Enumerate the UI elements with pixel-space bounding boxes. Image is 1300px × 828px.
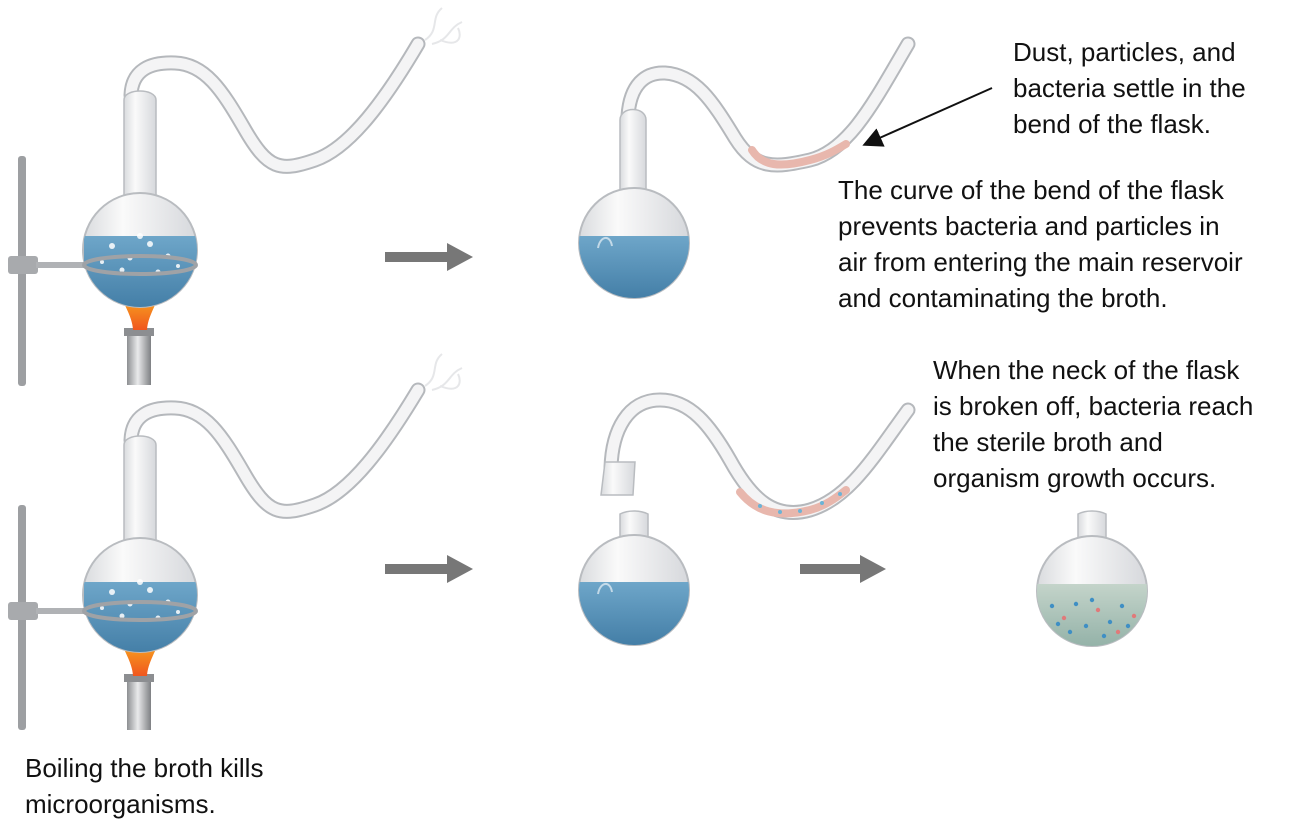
sediment bbox=[736, 486, 850, 518]
caption-line: microorganisms. bbox=[25, 789, 216, 819]
arrow-icon bbox=[385, 243, 473, 271]
steam-icon bbox=[424, 7, 463, 45]
caption-neck-broken: When the neck of the flask is broken off… bbox=[933, 352, 1253, 496]
caption-line: Boiling the broth kills bbox=[25, 753, 264, 783]
caption-dust-settles: Dust, particles, and bacteria settle in … bbox=[1013, 34, 1246, 142]
flask-icon bbox=[82, 36, 426, 308]
caption-line: air from entering the main reservoir bbox=[838, 247, 1243, 277]
bunsen-burner-icon bbox=[124, 674, 154, 730]
ring-stand-icon bbox=[8, 505, 88, 730]
flask-icon bbox=[578, 36, 916, 299]
arrow-icon bbox=[800, 555, 886, 583]
broth bbox=[579, 236, 689, 298]
contaminated-broth bbox=[1037, 584, 1147, 646]
sediment bbox=[748, 140, 850, 169]
caption-line: and contaminating the broth. bbox=[838, 283, 1168, 313]
bacteria bbox=[1049, 597, 1137, 639]
broken-neck-icon bbox=[600, 392, 916, 521]
broth bbox=[84, 582, 197, 652]
broth bbox=[84, 236, 197, 307]
pointer-arrow bbox=[862, 87, 993, 147]
caption-boiling: Boiling the broth kills microorganisms. bbox=[25, 750, 263, 822]
caption-line: When the neck of the flask bbox=[933, 355, 1240, 385]
arrow-icon bbox=[385, 555, 473, 583]
caption-line: prevents bacteria and particles in bbox=[838, 211, 1220, 241]
bunsen-burner-icon bbox=[124, 328, 154, 385]
support-ring bbox=[82, 254, 198, 276]
steam-icon bbox=[424, 353, 463, 391]
caption-curve-prevents: The curve of the bend of the flask preve… bbox=[838, 172, 1243, 316]
caption-line: the sterile broth and bbox=[933, 427, 1163, 457]
broth bbox=[579, 582, 689, 645]
caption-line: bend of the flask. bbox=[1013, 109, 1212, 139]
flask-icon bbox=[1036, 510, 1148, 647]
caption-line: bacteria settle in the bbox=[1013, 73, 1246, 103]
flask-icon bbox=[82, 382, 426, 653]
bacteria bbox=[758, 492, 842, 514]
caption-line: is broken off, bacteria reach bbox=[933, 391, 1254, 421]
caption-line: The curve of the bend of the flask bbox=[838, 175, 1224, 205]
caption-line: organism growth occurs. bbox=[933, 463, 1217, 493]
bubbles bbox=[100, 233, 180, 275]
ring-stand-icon bbox=[8, 156, 88, 386]
caption-line: Dust, particles, and bbox=[1013, 37, 1236, 67]
support-ring bbox=[82, 600, 198, 622]
flask-icon bbox=[578, 510, 690, 646]
